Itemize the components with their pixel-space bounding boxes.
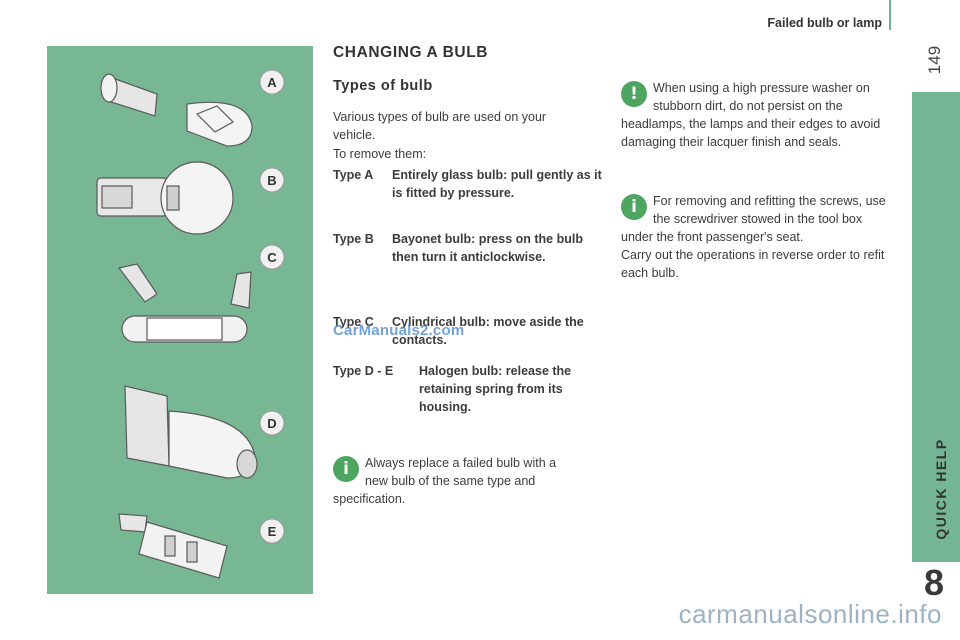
- type-a-label: Type A: [333, 168, 374, 182]
- type-a-desc: Entirely glass bulb: pull gently as it i…: [392, 168, 602, 200]
- remove-intro: To remove them:: [333, 147, 427, 161]
- bulb-drawing: A B C D E: [96, 69, 285, 579]
- header-divider: [889, 0, 891, 30]
- replace-bulb-note: i Always replace a failed bulb with a ne…: [333, 454, 573, 508]
- bulb-types-illustration: A B C D E: [47, 46, 313, 594]
- bulb-d-drawing: [124, 385, 258, 479]
- chapter-title: QUICK HELP: [933, 438, 949, 540]
- screwdriver-note: i For removing and refitting the screws,…: [621, 192, 889, 246]
- chapter-side-label: QUICK HELP: [922, 432, 960, 552]
- page-number: 149: [925, 45, 944, 75]
- overlay-watermark: CarManuals2.com: [333, 322, 465, 339]
- label-e: E: [268, 524, 277, 539]
- bulb-c-drawing: [117, 263, 252, 343]
- section-title: CHANGING A BULB: [333, 44, 489, 61]
- type-a-row: Type A Entirely glass bulb: pull gently …: [333, 166, 603, 206]
- bulb-a-drawing: [100, 73, 253, 147]
- pressure-washer-warning: ! When using a high pressure washer on s…: [621, 79, 889, 151]
- chapter-side-tab: [912, 92, 960, 562]
- label-c: C: [267, 250, 277, 265]
- warning-icon: !: [621, 81, 647, 107]
- label-badge-d: D: [259, 410, 285, 436]
- type-c-label: Type C: [333, 315, 374, 329]
- type-b-row: Type B Bayonet bulb: press on the bulb t…: [333, 230, 603, 270]
- info-icon: i: [621, 194, 647, 220]
- footer-watermark: carmanualsonline.info: [678, 599, 942, 629]
- label-b: B: [267, 173, 276, 188]
- label-badge-a: A: [259, 69, 285, 95]
- type-de-desc: Halogen bulb: release the retaining spri…: [419, 364, 572, 414]
- replace-bulb-text: Always replace a failed bulb with a new …: [333, 456, 557, 506]
- label-badge-c: C: [259, 244, 285, 270]
- type-c-desc: Cylindrical bulb: move aside the contact…: [392, 315, 584, 347]
- label-badge-e: E: [259, 518, 285, 544]
- chapter-divider: [914, 558, 960, 560]
- running-header: Failed bulb or lamp: [767, 16, 882, 30]
- bulb-e-drawing: [118, 513, 228, 579]
- chapter-number: 8: [923, 562, 945, 603]
- type-de-label: Type D - E: [333, 364, 394, 378]
- intro-paragraph: Various types of bulb are used on your v…: [333, 110, 547, 142]
- screwdriver-text: For removing and refitting the screws, u…: [621, 194, 886, 244]
- bulb-b-drawing: [96, 161, 234, 235]
- type-b-desc: Bayonet bulb: press on the bulb then tur…: [392, 232, 583, 264]
- type-de-row: Type D - E Halogen bulb: release the ret…: [333, 362, 603, 418]
- reverse-order-text: Carry out the operations in reverse orde…: [621, 248, 885, 280]
- label-a: A: [267, 75, 277, 90]
- pressure-washer-text: When using a high pressure washer on stu…: [621, 81, 881, 149]
- subsection-title: Types of bulb: [333, 78, 433, 94]
- type-b-label: Type B: [333, 232, 374, 246]
- label-d: D: [267, 416, 276, 431]
- type-c-row: Type C Cylindrical bulb: move aside the …: [333, 313, 605, 353]
- info-icon: i: [333, 456, 359, 482]
- label-badge-b: B: [259, 167, 285, 193]
